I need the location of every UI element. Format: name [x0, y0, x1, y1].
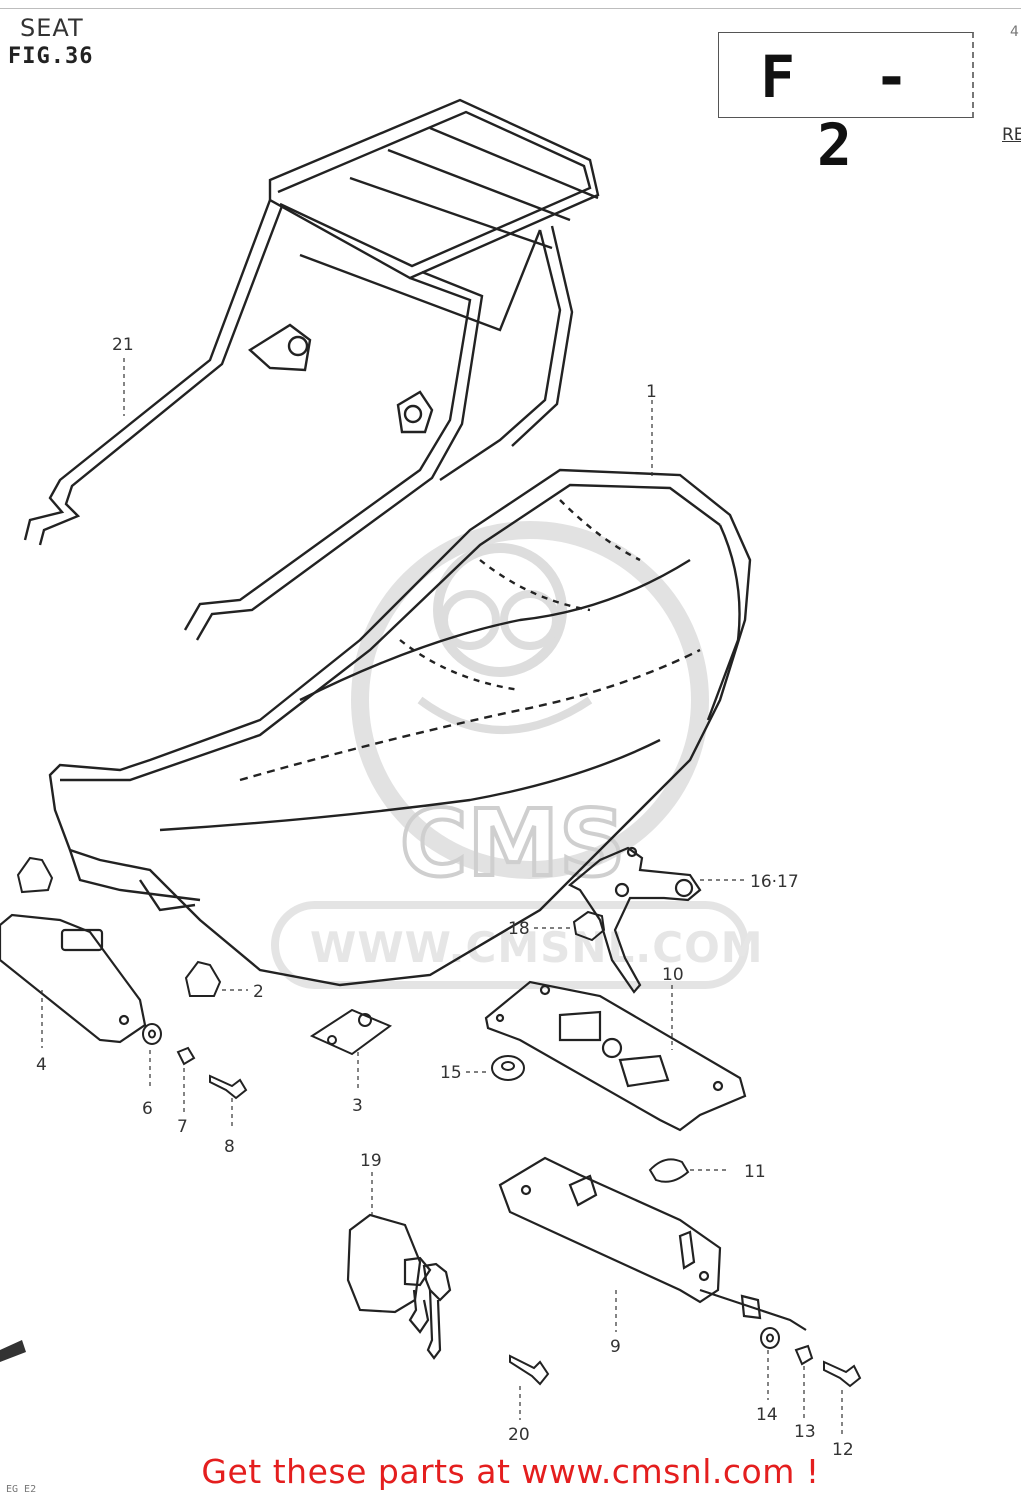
callout-18: 18 — [508, 919, 530, 939]
lock-bracket — [498, 1156, 807, 1331]
callout-12: 12 — [832, 1440, 854, 1460]
leader-lines — [41, 358, 843, 1434]
callout-16-17: 16·17 — [750, 872, 799, 892]
callout-20: 20 — [508, 1425, 530, 1445]
fasteners-right — [760, 1327, 862, 1388]
watermark-helmet — [433, 543, 567, 677]
cushion-parts — [16, 856, 222, 997]
watermark-logo: CMS — [400, 790, 625, 897]
callout-4: 4 — [36, 1055, 47, 1075]
rubber-grommet — [491, 1055, 525, 1081]
bracket-plate — [0, 913, 147, 1044]
watermark-goggle-left — [440, 590, 500, 650]
callout-numbers: 21 1 16·17 18 10 2 4 6 7 8 3 15 19 11 9 … — [36, 335, 854, 1460]
carrier-rack — [23, 98, 600, 641]
watermark-url-band — [271, 901, 749, 989]
figure-number: FIG.36 — [8, 44, 94, 69]
clip-plate — [309, 1008, 393, 1056]
watermark-ring — [351, 521, 709, 879]
callout-13: 13 — [794, 1422, 816, 1442]
seat — [48, 468, 752, 987]
callout-8: 8 — [224, 1137, 235, 1157]
top-rule — [0, 8, 1021, 9]
callout-21: 21 — [112, 335, 134, 355]
watermark-url: WWW.CMSNL.COM — [310, 923, 764, 972]
fasteners-left — [142, 1023, 248, 1100]
section-code: F - 2 — [760, 43, 931, 179]
cap — [648, 1158, 690, 1183]
callout-6: 6 — [142, 1099, 153, 1119]
callout-7: 7 — [177, 1117, 188, 1137]
watermark-goggle-right — [500, 590, 560, 650]
watermark-smile — [417, 696, 593, 734]
lock-hook — [568, 846, 702, 994]
callout-2: 2 — [253, 982, 264, 1002]
watermark: CMS WWW.CMSNL.COM — [271, 521, 764, 989]
edge-label-corner: 4 — [1010, 24, 1019, 40]
base-plate — [484, 980, 747, 1132]
grommet — [572, 910, 606, 942]
callout-14: 14 — [756, 1405, 778, 1425]
edge-label-right: RE — [1002, 125, 1021, 145]
callout-15: 15 — [440, 1063, 462, 1083]
callout-3: 3 — [352, 1096, 363, 1116]
callout-10: 10 — [662, 965, 684, 985]
callout-11: 11 — [744, 1162, 766, 1182]
screw — [509, 1354, 550, 1386]
callout-1: 1 — [646, 382, 657, 402]
page-title: SEAT — [20, 14, 84, 42]
footer-link[interactable]: Get these parts at www.cmsnl.com ! — [201, 1452, 820, 1491]
edge-label-bottom-left: EG E2 — [6, 1484, 37, 1495]
seat-lock-assembly — [346, 1213, 452, 1360]
callout-9: 9 — [610, 1337, 621, 1357]
left-edge-mark — [0, 1340, 26, 1362]
section-box: F - 2 — [718, 32, 974, 179]
callout-19: 19 — [360, 1151, 382, 1171]
